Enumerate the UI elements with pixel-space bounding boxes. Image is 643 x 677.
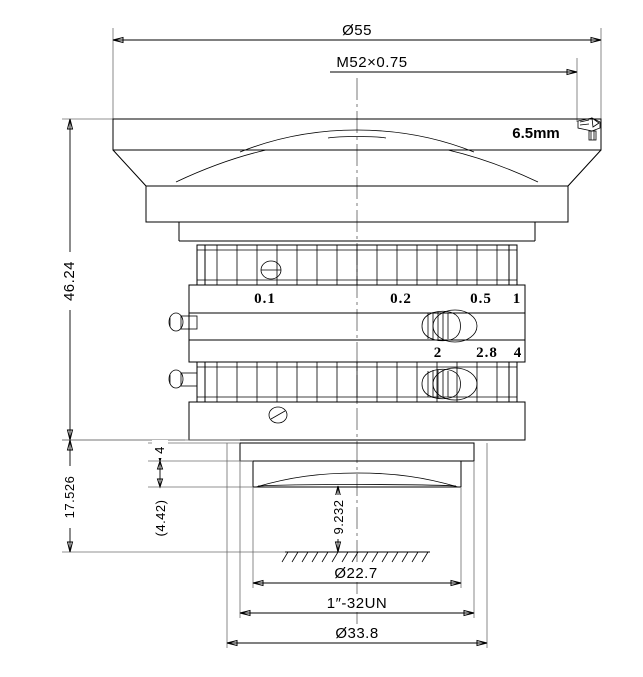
dimension-mount-step: 4 [148,440,253,463]
lens-hood-barrel [112,118,602,242]
dimension-mount-step-ref: (4.42) [148,459,253,541]
focus-mark-3: 1 [513,291,522,307]
dim-label-rear-opening: Ø22.7 [334,565,377,582]
dim-label-back-focal: 9.232 [331,499,346,534]
c-mount-thread [252,461,462,488]
rear-lens-element [255,472,459,488]
set-screw-upper [260,260,282,280]
focus-mark-2: 0.5 [470,291,492,307]
dim-label-front-thread: M52×0.75 [336,54,407,71]
dim-label-mount-step: 4 [152,446,167,454]
dim-label-flange-block: 17.526 [62,476,77,519]
dim-label-mount-step-ref: (4.42) [153,500,168,537]
svg-text:6.5mm: 6.5mm [512,125,560,142]
aperture-lock-screw-left [168,369,198,389]
dim-label-mount-thread: 1″-32UN [327,595,388,612]
focus-mark-1: 0.2 [390,291,412,307]
dim-label-mount-outer-diameter: Ø33.8 [335,625,378,642]
lower-body-block [188,401,526,441]
dimension-rear-opening: Ø22.7 [252,487,462,588]
focal-length-label: 6.5mm [500,122,572,142]
set-screw-lower [268,406,288,424]
dim-label-outer-diameter: Ø55 [342,22,372,39]
aperture-mark-0: 2 [434,345,443,361]
dimension-back-focal: 9.232 [330,485,348,553]
dimension-outer-diameter: Ø55 [112,20,602,120]
aperture-mark-1: 2.8 [476,345,498,361]
focus-mark-0: 0.1 [254,291,276,307]
aperture-mark-2: 4 [514,345,523,361]
focus-ring-knurled[interactable] [196,244,518,286]
dimension-mount-outer-diameter: Ø33.8 [226,443,488,648]
front-lens-element [175,129,539,183]
dimension-front-thread: M52×0.75 [322,52,578,122]
focus-lock-knob[interactable] [421,309,478,343]
corner-detail-tab [577,117,601,141]
mount-flange [239,442,475,462]
dimension-overall-length: 46.24 [61,118,185,441]
dim-label-overall-length: 46.24 [61,261,78,301]
dimension-mount-thread: 1″-32UN [239,461,475,618]
image-sensor-plane [281,551,430,563]
dimension-flange-block: 17.526 [61,439,285,553]
aperture-lock-knob[interactable] [421,367,478,401]
focus-lock-screw-left [168,312,198,332]
